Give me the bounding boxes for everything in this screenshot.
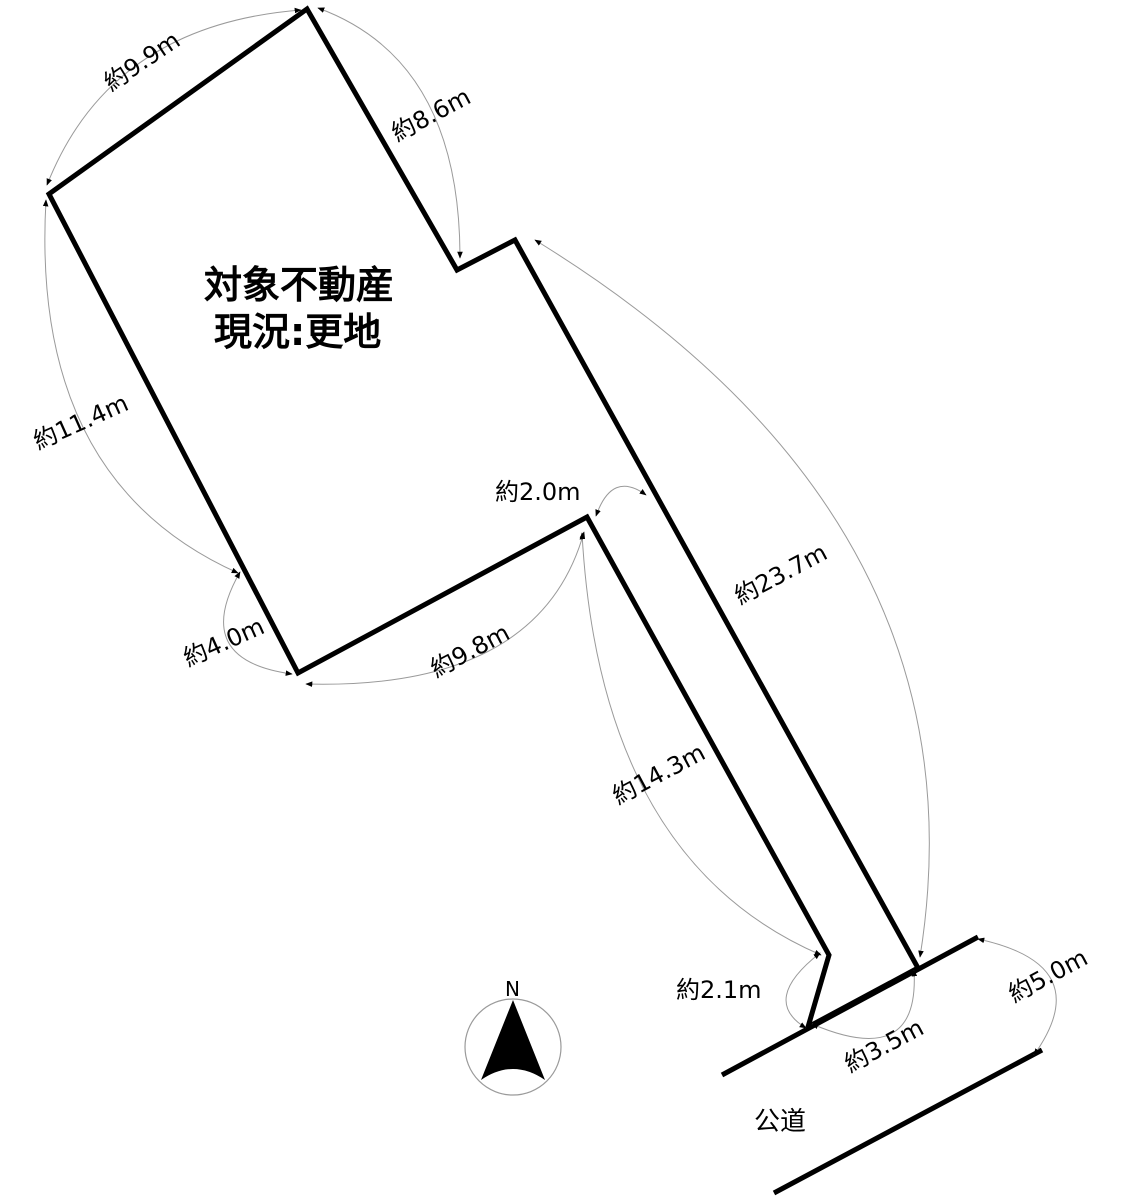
dim-arc-2-0 xyxy=(595,485,647,517)
dim-label-9-9: 約9.9m xyxy=(99,26,186,97)
lot-boundary xyxy=(45,5,922,1033)
dim-arc-9-8 xyxy=(305,531,586,687)
dim-arc-4-0 xyxy=(223,571,293,676)
dim-label-8-6: 約8.6m xyxy=(387,82,476,147)
dim-arc-14-3 xyxy=(579,532,822,956)
dim-arc-2-1 xyxy=(785,952,821,1029)
dim-label-14-3: 約14.3m xyxy=(608,738,710,810)
dim-label-23-7: 約23.7m xyxy=(730,538,832,610)
compass-north-label: N xyxy=(505,977,520,1001)
dim-arc-23-7 xyxy=(534,239,930,958)
property-title: 対象不動産 xyxy=(204,263,394,307)
dim-arc-9-9 xyxy=(46,7,302,186)
property-status: 現況:更地 xyxy=(214,310,381,354)
dim-label-11-4: 約11.4m xyxy=(29,389,132,456)
dim-arc-8-6 xyxy=(317,7,463,259)
road-label: 公道 xyxy=(754,1107,806,1137)
dim-label-9-8: 約9.8m xyxy=(426,618,515,683)
dim-label-5-0: 約5.0m xyxy=(1004,943,1093,1008)
dim-arc-5-0 xyxy=(977,937,1057,1056)
dim-label-3-5: 約3.5m xyxy=(840,1013,929,1078)
dim-arc-11-4 xyxy=(42,199,239,574)
dim-arc-3-5 xyxy=(811,969,918,1039)
north-compass-icon: N xyxy=(464,977,562,1096)
dim-label-2-1: 約2.1m xyxy=(676,976,762,1004)
road-line-lower xyxy=(772,1047,1044,1196)
dim-label-2-0: 約2.0m xyxy=(495,478,581,506)
